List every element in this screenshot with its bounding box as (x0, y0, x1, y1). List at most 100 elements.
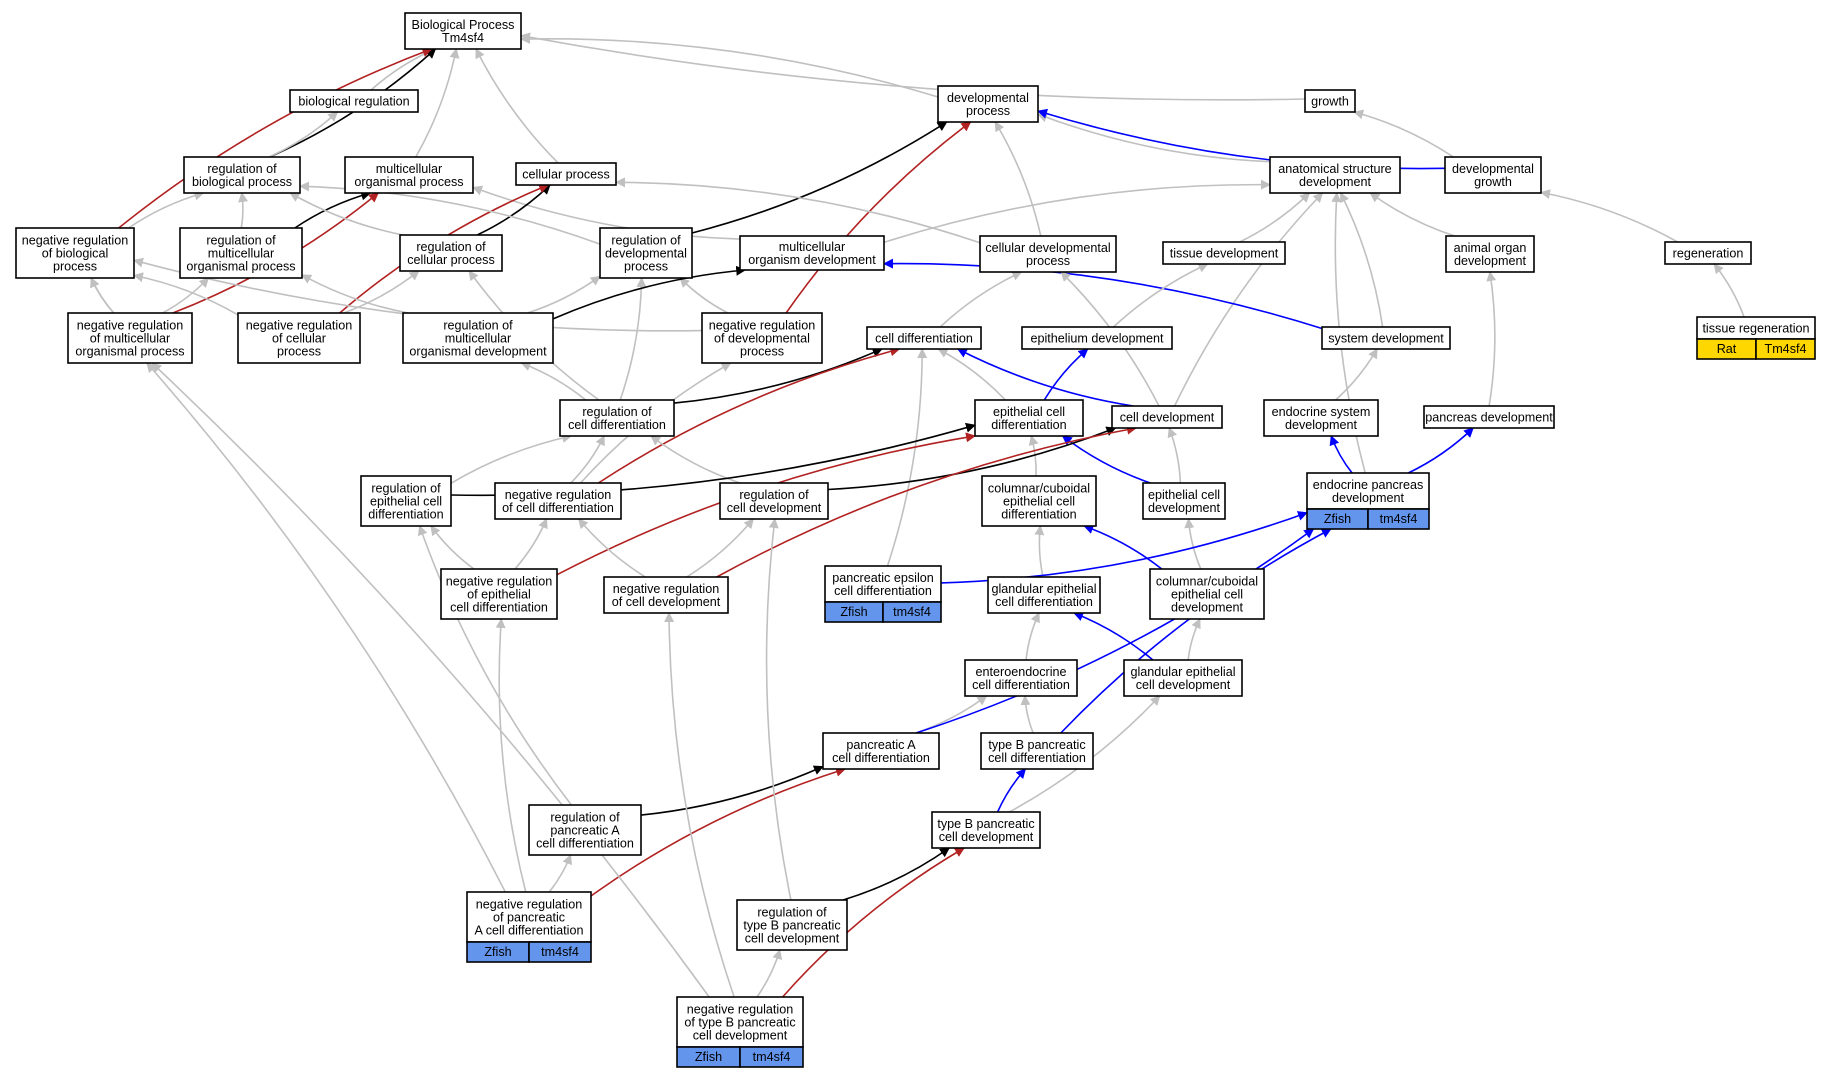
edge-is-a-regepicd-to-regcd (450, 433, 573, 484)
node-box (719, 482, 829, 520)
node-box (1123, 659, 1243, 697)
node-box (183, 156, 301, 194)
edge-is-a-negregcdev-to-regcdev (686, 518, 754, 578)
annotation-label: tm4sf4 (541, 945, 579, 959)
node-label-line: regulation of (371, 482, 441, 496)
node-box (344, 156, 474, 194)
edge-regulates-typeBcd-to-endopancdev (1060, 528, 1332, 734)
node-growth[interactable]: growth (1304, 89, 1356, 113)
node-box (1263, 399, 1379, 437)
node-label-line: epithelial cell (370, 495, 442, 509)
node-label-line: A cell differentiation (475, 924, 584, 938)
node-epidev[interactable]: epithelium development (1021, 326, 1173, 350)
annotation-label: Rat (1717, 342, 1737, 356)
node-celldev[interactable]: cell development (1111, 405, 1223, 429)
node-box (866, 326, 982, 350)
node-label-line: negative regulation (246, 319, 352, 333)
node-label-line: differentiation (368, 508, 443, 522)
node-pancdev[interactable]: pancreas development (1423, 405, 1555, 429)
edge-is-a-regen-to-devgrowth (1540, 189, 1679, 243)
node-tissuedev[interactable]: tissue development (1162, 241, 1286, 265)
annotation-label: tm4sf4 (893, 605, 931, 619)
node-cellproc[interactable]: cellular process (515, 162, 617, 186)
node-label-line: regeneration (1673, 247, 1744, 261)
node-box (1304, 89, 1356, 113)
edge-regulates-celldev-to-celldiff (956, 348, 1134, 407)
edge-is-a-negregtypeB-to-negregmop (151, 362, 710, 998)
edge-is-a-mod-to-mop (472, 185, 741, 240)
edge-part-of-regtypeBdev-to-typeBdev (842, 847, 951, 901)
edge-part-of-regmop-to-mop (294, 190, 372, 229)
edge-regulates-typeBdev-to-typeBcd (996, 768, 1027, 813)
node-label-line: cell differentiation (995, 595, 1093, 609)
node-label-line: differentiation (991, 418, 1066, 432)
edge-is-a-negregbp-to-regbp (128, 190, 205, 229)
node-label-line: organismal process (75, 345, 184, 359)
node-breg[interactable]: biological regulation (289, 89, 419, 113)
node-regen[interactable]: regeneration (1664, 241, 1752, 265)
node-sysdev[interactable]: system development (1321, 326, 1451, 350)
node-box (237, 312, 361, 364)
edge-is-a-negregepicd-to-negregcd (514, 518, 548, 570)
annotation-cell (739, 1046, 804, 1068)
node-celldiff[interactable]: cell differentiation (866, 326, 982, 350)
edge-is-a-epicd-to-celldiff (937, 348, 1006, 401)
node-label-line: type B pancreatic (988, 738, 1085, 752)
edge-is-a-regmop-to-regbp (238, 192, 249, 229)
node-label-line: multicellular (208, 247, 275, 261)
node-label-line: tissue development (1170, 247, 1279, 261)
node-label-line: glandular epithelial (1130, 665, 1235, 679)
node-box (1444, 156, 1542, 194)
edge-is-a-negregtypeB-to-negregcdev (664, 612, 735, 998)
annotation-label: Zfish (840, 605, 867, 619)
node-label-line: of type B pancreatic (684, 1016, 795, 1030)
node-box (404, 12, 522, 50)
edge-is-a-negregpancA-to-negregmop (146, 362, 507, 893)
edge-negatively-regulates-negregtypeB-to-typeBdev (782, 847, 965, 998)
edge-is-a-regbp-to-breg (268, 111, 339, 158)
edge-part-of-regpancA-to-pancA (640, 765, 824, 816)
node-box (979, 235, 1117, 273)
